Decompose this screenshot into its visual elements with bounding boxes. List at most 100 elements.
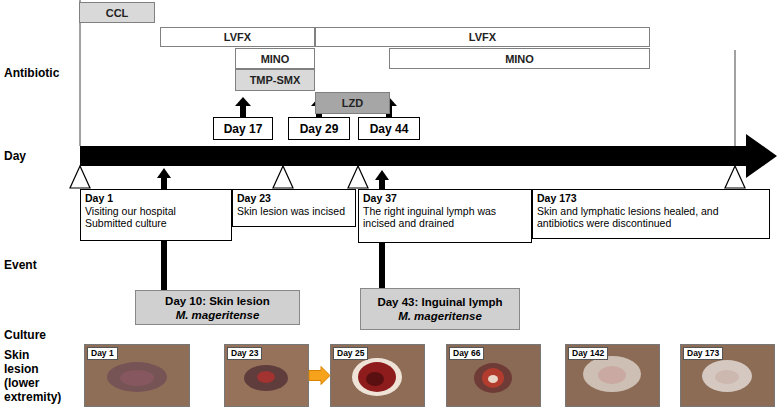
lesion xyxy=(366,372,384,386)
drug-name: LZD xyxy=(342,97,363,109)
skin-photo xyxy=(224,344,309,407)
event-triangle xyxy=(725,166,745,188)
row-label: Day xyxy=(4,149,76,163)
scar xyxy=(598,366,626,384)
photo-day-label: Day 142 xyxy=(568,347,608,360)
photo-day23 xyxy=(224,344,309,407)
row-label: Antibiotic xyxy=(4,66,76,80)
drug-name: MINO xyxy=(505,53,534,65)
drug-bar: TMP-SMX xyxy=(235,69,315,91)
lesion xyxy=(107,362,167,392)
event-box: Day 1Visiting our hospitalSubmitted cult… xyxy=(80,189,232,241)
drug-name: TMP-SMX xyxy=(250,74,301,86)
arrow-head xyxy=(235,97,251,106)
drug-bar: MINO xyxy=(389,48,650,69)
event-text: Day 1 xyxy=(85,192,227,205)
arrow-shaft xyxy=(240,106,246,117)
culture-connector xyxy=(379,243,385,288)
photo-day1 xyxy=(84,344,190,407)
culture-connector xyxy=(161,241,167,290)
event-text: Day 173 xyxy=(537,192,765,205)
culture-text: Day 43: Inguinal lymph xyxy=(377,295,502,309)
photo-day66 xyxy=(446,344,541,407)
day-label: Day 29 xyxy=(300,122,339,136)
row-label: Event xyxy=(4,258,76,272)
timeline-bar xyxy=(80,146,748,166)
event-text: Day 37 xyxy=(363,192,527,205)
drug-bar: LVFX xyxy=(315,27,650,47)
lesion-photo: Day 142 xyxy=(565,344,660,407)
event-text: The right inguinal lymph was incised and… xyxy=(363,205,527,230)
photo-day142 xyxy=(565,344,660,407)
day-marker: Day 29 xyxy=(288,117,350,140)
skin-photo xyxy=(565,344,660,407)
event-text: Skin and lymphatic lesions healed, and a… xyxy=(537,205,765,230)
culture-text: M. mageritense xyxy=(176,308,260,322)
photo-day-label: Day 173 xyxy=(683,347,723,360)
photo-day-label: Day 1 xyxy=(87,347,118,360)
event-box: Day 173Skin and lymphatic lesions healed… xyxy=(532,189,770,239)
skin-photo xyxy=(446,344,541,407)
scar xyxy=(702,360,752,392)
scar xyxy=(583,356,641,392)
photo-day-label: Day 23 xyxy=(227,347,262,360)
event-box: Day 37The right inguinal lymph was incis… xyxy=(358,189,532,243)
lesion xyxy=(352,358,402,396)
skin-photo xyxy=(84,344,190,407)
event-triangles xyxy=(70,166,745,188)
lesion xyxy=(244,365,288,391)
drug-bar: MINO xyxy=(235,48,315,69)
lesion-photo: Day 66 xyxy=(446,344,541,407)
event-triangle xyxy=(70,166,90,188)
arrow-shaft xyxy=(379,180,385,189)
drug-bar: LZD xyxy=(315,92,390,114)
day-label: Day 17 xyxy=(224,122,263,136)
drug-name: LVFX xyxy=(469,31,496,43)
lesion xyxy=(257,371,275,383)
drug-name: CCL xyxy=(106,7,129,19)
culture-text: M. mageritense xyxy=(398,309,482,323)
lesion-photo: Day 173 xyxy=(680,344,775,407)
lesion-photo: Day 1 xyxy=(84,344,190,407)
scar xyxy=(715,370,739,384)
lesion xyxy=(358,362,396,392)
day-marker: Day 17 xyxy=(213,117,273,140)
row-label: Skin lesion (lower extremity) xyxy=(4,348,66,404)
day-marker: Day 44 xyxy=(358,117,420,140)
event-text: Day 23 xyxy=(237,192,351,205)
event-text: Skin lesion was incised xyxy=(237,205,351,218)
lesion-photo: Day 25 xyxy=(330,344,425,407)
event-triangle xyxy=(348,166,368,188)
photo-day173 xyxy=(680,344,775,407)
arrow-head xyxy=(157,168,171,178)
guide-line xyxy=(735,50,736,146)
block-arrow xyxy=(309,367,330,385)
culture-box: Day 10: Skin lesionM. mageritense xyxy=(135,290,300,325)
culture-box: Day 43: Inguinal lymphM. mageritense xyxy=(360,288,520,330)
culture-text: Day 10: Skin lesion xyxy=(165,294,270,308)
row-label: Culture xyxy=(4,328,76,342)
drug-name: LVFX xyxy=(224,31,251,43)
photo-day25 xyxy=(330,344,425,407)
photo-day-label: Day 25 xyxy=(333,347,368,360)
lesion-photo: Day 23 xyxy=(224,344,309,407)
event-triangle xyxy=(273,166,293,188)
day-label: Day 44 xyxy=(370,122,409,136)
lesion xyxy=(482,368,504,388)
skin-photo xyxy=(330,344,425,407)
drug-name: MINO xyxy=(261,53,290,65)
event-text: Submitted culture xyxy=(85,217,227,230)
lesion xyxy=(474,363,512,393)
drug-bar: LVFX xyxy=(160,27,315,47)
skin-photo xyxy=(680,344,775,407)
event-box: Day 23Skin lesion was incised xyxy=(232,189,356,227)
lesion xyxy=(120,370,154,386)
timeline-arrowhead xyxy=(746,134,777,178)
event-text: Visiting our hospital xyxy=(85,205,227,218)
arrow-shaft xyxy=(161,178,167,189)
photo-day-label: Day 66 xyxy=(449,347,484,360)
lesion xyxy=(488,375,498,383)
arrow-head xyxy=(375,170,389,180)
